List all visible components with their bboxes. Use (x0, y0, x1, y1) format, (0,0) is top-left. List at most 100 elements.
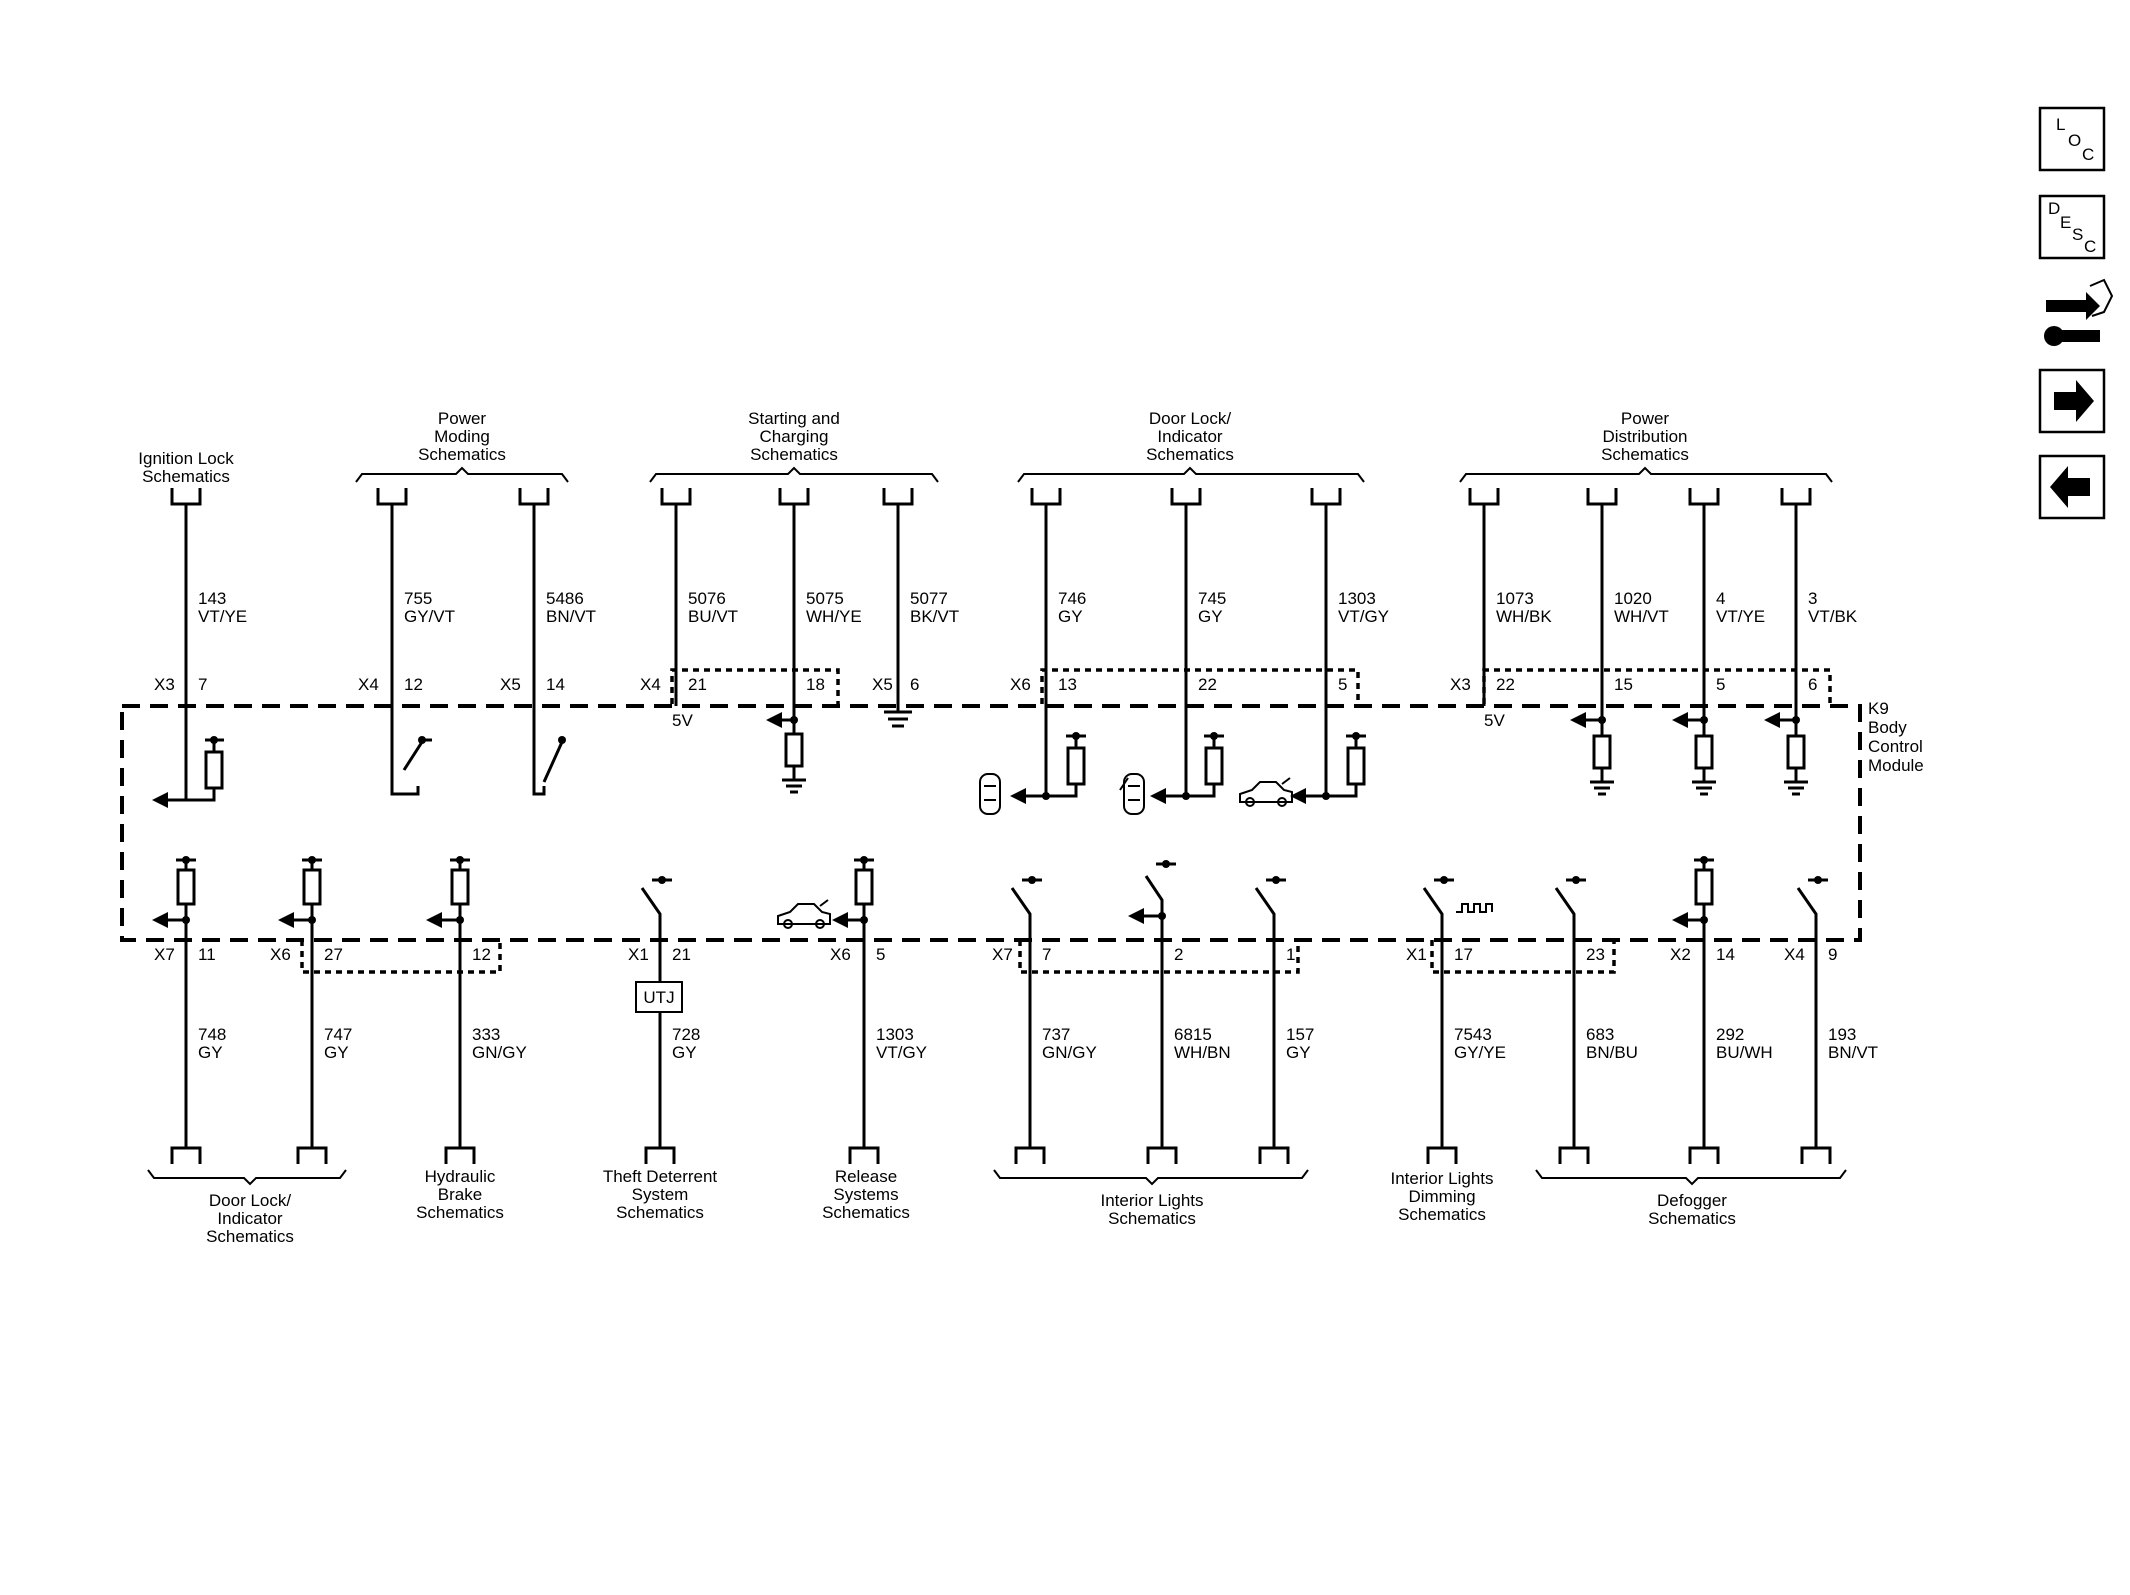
group-label-line: Schematics (418, 445, 506, 464)
connector-id: X3 (1450, 675, 1471, 694)
circuit-number: 5077 (910, 589, 948, 608)
connector-housing-x4 (670, 668, 840, 704)
arrow-left-icon (1128, 908, 1144, 924)
connector-id: X5 (500, 675, 521, 694)
group-label-line: Schematics (1108, 1209, 1196, 1228)
circuit-number: 292 (1716, 1025, 1744, 1044)
terminal-bracket (778, 488, 810, 506)
circuit-number: 728 (672, 1025, 700, 1044)
pin-number: 5 (1338, 675, 1347, 694)
module-label: K9 Body Control Module (1868, 699, 1924, 775)
group-label-line: Schematics (1601, 445, 1689, 464)
connector-id: X1 (1406, 945, 1427, 964)
pin-number: 6 (1808, 675, 1817, 694)
wire-color: VT/YE (198, 607, 247, 626)
circuit-number: 748 (198, 1025, 226, 1044)
node (1028, 876, 1036, 884)
terminal-bracket (1800, 1146, 1832, 1164)
pin-number: 7 (198, 675, 207, 694)
pin-number: 12 (404, 675, 423, 694)
loc-letter: O (2068, 131, 2081, 150)
internal-wire (1186, 784, 1216, 798)
wire-color: GY (1058, 607, 1083, 626)
previous-button[interactable] (2038, 454, 2106, 520)
bottom-group-theft-deterrent: Theft Deterrent System Schematics (603, 1167, 718, 1222)
group-label-line: Schematics (1146, 445, 1234, 464)
circuit-number: 747 (324, 1025, 352, 1044)
wire-color: GY/VT (404, 607, 455, 626)
resistor (854, 868, 874, 906)
desc-letter: D (2048, 199, 2060, 218)
switch (1010, 878, 1042, 940)
internal-bottom (152, 856, 1828, 940)
arrow-left-icon (1290, 788, 1306, 804)
next-button[interactable] (2038, 368, 2106, 434)
switch (1554, 878, 1586, 940)
bottom-group-interior-lights-dimming: Interior Lights Dimming Schematics (1391, 1169, 1494, 1224)
node (210, 736, 218, 744)
node (1210, 732, 1218, 740)
vehicle-door-open-icon (1119, 773, 1145, 815)
top-group-power-distribution: Power Distribution Schematics (1601, 409, 1689, 464)
pwm-icon (1456, 903, 1493, 913)
top-circuit: 4VT/YE5 (1688, 488, 1765, 706)
terminal-bracket (660, 488, 692, 506)
internal-wire (1046, 784, 1078, 798)
arrow-left-icon (152, 912, 168, 928)
circuit-number: 3 (1808, 589, 1817, 608)
pin-number: 21 (672, 945, 691, 964)
loc-icon (2038, 106, 2106, 172)
pullup-output (426, 856, 470, 940)
pin-number: 12 (472, 945, 491, 964)
top-group-power-moding: Power Moding Schematics (418, 409, 506, 464)
group-label-line: Brake (438, 1185, 482, 1204)
group-label-line: Indicator (1157, 427, 1223, 446)
resistor (302, 868, 322, 906)
loc-button[interactable]: L O C (2038, 106, 2106, 172)
node (558, 736, 566, 744)
group-brace (649, 466, 939, 483)
switch-output (1254, 876, 1286, 940)
pin-number: 9 (1828, 945, 1837, 964)
pin-number: 5 (1716, 675, 1725, 694)
circuit-number: 157 (1286, 1025, 1314, 1044)
group-brace (355, 466, 569, 483)
connector-repair-button[interactable] (2044, 278, 2114, 346)
terminal-bracket (1146, 1146, 1178, 1164)
pin-number: 23 (1586, 945, 1605, 964)
switch (640, 878, 672, 940)
group-label-line: Schematics (750, 445, 838, 464)
internal-wire (292, 918, 314, 940)
utj-splice: UTJ (635, 981, 683, 1013)
resistor (176, 868, 196, 906)
terminal-bracket (170, 488, 202, 506)
switch (1254, 878, 1286, 940)
connector-repair-icon (2044, 278, 2114, 346)
resistor (204, 750, 224, 790)
switch-output-pwm (1422, 876, 1493, 940)
group-label-line: Interior Lights (1101, 1191, 1204, 1210)
pullup-output (1672, 856, 1714, 940)
top-circuit: 3VT/BK6 (1780, 488, 1858, 706)
arrow-left-icon (152, 792, 168, 808)
node (1072, 732, 1080, 740)
pin-number: 18 (806, 675, 825, 694)
internal-switch (390, 704, 424, 796)
group-label-line: Charging (760, 427, 829, 446)
circuit-number: 1303 (1338, 589, 1376, 608)
desc-button[interactable]: D E S C (2038, 194, 2106, 260)
switch (1144, 862, 1176, 916)
group-label-line: Moding (434, 427, 490, 446)
group-label-line: Door Lock/ (1149, 409, 1231, 428)
group-label-line: System (632, 1185, 689, 1204)
connector-id: X5 (872, 675, 893, 694)
ground-icon (1692, 720, 1716, 796)
node (1700, 856, 1708, 864)
top-group-labels: Ignition Lock Schematics Power Moding Sc… (138, 409, 1689, 486)
